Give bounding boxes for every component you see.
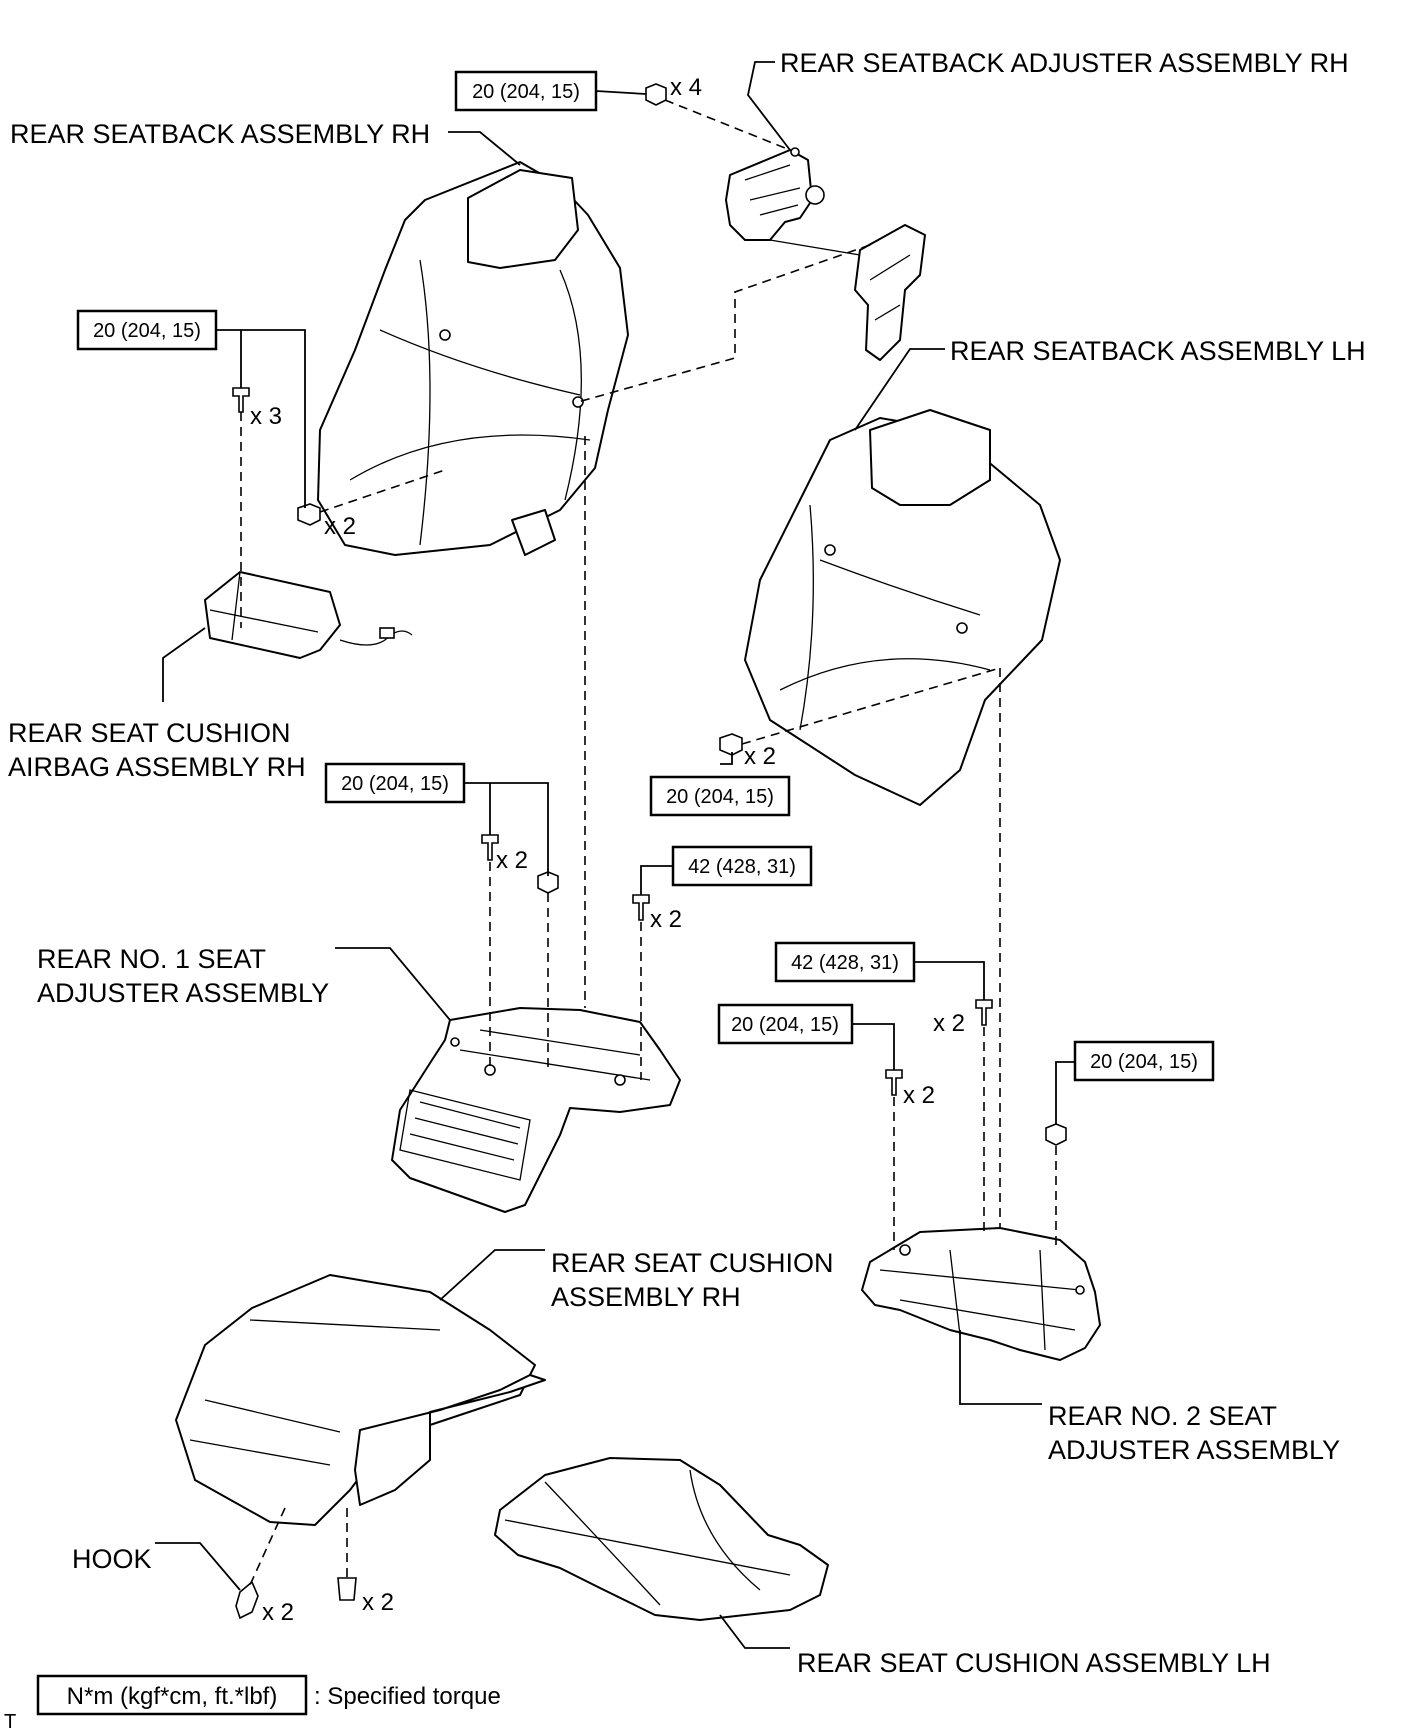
legend-description: : Specified torque — [314, 1683, 501, 1710]
figure-code: T — [4, 1711, 16, 1733]
label-airbag-line2: AIRBAG ASSEMBLY RH — [8, 752, 306, 782]
install-lines — [240, 99, 1057, 1586]
label-seatback-rh: REAR SEATBACK ASSEMBLY RH — [10, 119, 430, 149]
torque-box-adjuster1-front: 42 (428, 31) — [671, 845, 813, 887]
legend-unit: N*m (kgf*cm, ft.*lbf) — [67, 1683, 278, 1710]
qty-adjuster2-left: x 2 — [903, 1082, 935, 1109]
label-seatback-lh: REAR SEATBACK ASSEMBLY LH — [950, 336, 1366, 366]
leader-lines — [155, 61, 1075, 1649]
qty-clip: x 2 — [362, 1589, 394, 1616]
qty-adjuster1-front: x 2 — [650, 906, 682, 933]
torque-box-seatback-lh-nut: 20 (204, 15) — [649, 775, 791, 817]
svg-text:20 (204, 15): 20 (204, 15) — [93, 320, 201, 342]
svg-text:42 (428, 31): 42 (428, 31) — [791, 952, 899, 974]
qty-seatback-rh-nut: x 2 — [324, 513, 356, 540]
torque-box-adjuster1-bolts: 20 (204, 15) — [324, 762, 466, 804]
seat-cushion-rh-part — [175, 1274, 546, 1526]
airbag-rh-part — [204, 571, 413, 659]
svg-text:20 (204, 15): 20 (204, 15) — [472, 81, 580, 103]
label-seatback-adjuster-rh: REAR SEATBACK ADJUSTER ASSEMBLY RH — [780, 48, 1349, 78]
torque-legend: N*m (kgf*cm, ft.*lbf) : Specified torque — [36, 1674, 501, 1716]
seatback-adjuster-rh-part — [725, 147, 926, 361]
torque-box-adjuster-nuts: 20 (204, 15) — [454, 70, 598, 112]
seatback-rh-part — [317, 161, 629, 556]
torque-box-adjuster2-left: 20 (204, 15) — [717, 1003, 854, 1045]
qty-seatback-lh-nut: x 2 — [744, 743, 776, 770]
torque-box-adjuster2-right: 20 (204, 15) — [1073, 1040, 1215, 1082]
seatback-lh-part — [744, 409, 1061, 806]
torque-box-adjuster2-mid: 42 (428, 31) — [774, 941, 916, 983]
label-cushion-lh: REAR SEAT CUSHION ASSEMBLY LH — [797, 1648, 1271, 1678]
seat-cushion-lh-part — [494, 1457, 829, 1621]
label-cushion-rh-line1: REAR SEAT CUSHION — [551, 1248, 834, 1278]
qty-hook: x 2 — [262, 1599, 294, 1626]
qty-seatback-rh-bolt: x 3 — [250, 403, 282, 430]
svg-text:20 (204, 15): 20 (204, 15) — [1090, 1051, 1198, 1073]
svg-text:20 (204, 15): 20 (204, 15) — [731, 1014, 839, 1036]
label-airbag-line1: REAR SEAT CUSHION — [8, 718, 291, 748]
fasteners — [232, 83, 1067, 1620]
torque-box-seatback-rh: 20 (204, 15) — [76, 309, 218, 351]
qty-adjuster-nuts: x 4 — [670, 74, 702, 101]
svg-text:42 (428, 31): 42 (428, 31) — [688, 856, 796, 878]
qty-adjuster1-bolt: x 2 — [496, 847, 528, 874]
svg-text:20 (204, 15): 20 (204, 15) — [666, 786, 774, 808]
label-adjuster2-line2: ADJUSTER ASSEMBLY — [1048, 1435, 1340, 1465]
label-adjuster1-line2: ADJUSTER ASSEMBLY — [37, 978, 329, 1008]
label-hook: HOOK — [72, 1544, 152, 1574]
label-adjuster2-line1: REAR NO. 2 SEAT — [1048, 1401, 1277, 1431]
label-adjuster1-line1: REAR NO. 1 SEAT — [37, 944, 266, 974]
label-cushion-rh-line2: ASSEMBLY RH — [551, 1282, 741, 1312]
seat-adjuster-2-part — [861, 1227, 1101, 1361]
seat-adjuster-1-part — [391, 1007, 681, 1213]
svg-text:20 (204, 15): 20 (204, 15) — [341, 773, 449, 795]
qty-adjuster2-mid: x 2 — [933, 1010, 965, 1037]
